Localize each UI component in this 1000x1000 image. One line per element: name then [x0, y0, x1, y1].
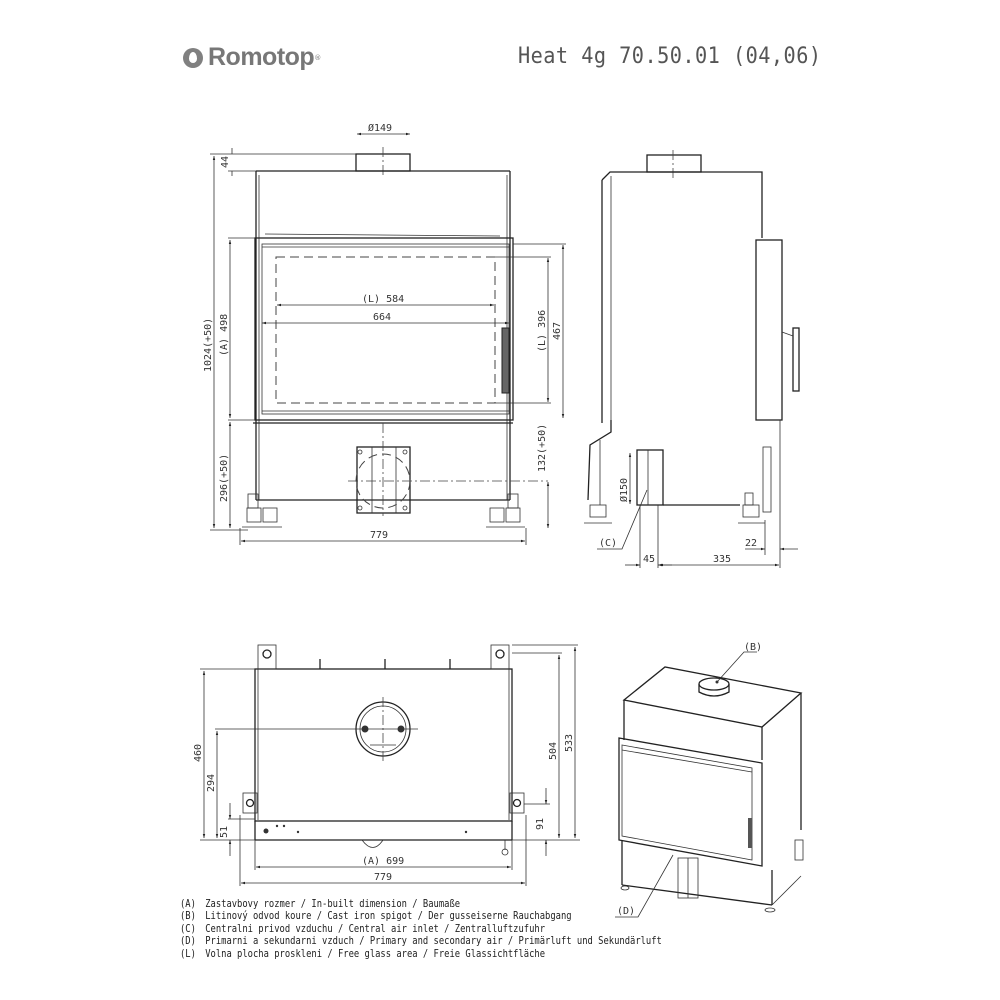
dim-depth-460: 460 [193, 744, 204, 762]
dim-door-height: 467 [552, 322, 563, 340]
flame-icon [183, 47, 203, 68]
dim-total-height: 1024(+50) [203, 318, 214, 372]
dim-base-height: 296(+50) [219, 454, 230, 502]
side-view: Ø150 (C) 45 335 22 [584, 150, 800, 568]
dim-flue-diameter: Ø149 [368, 122, 392, 134]
dim-inbuilt-height: (A) 498 [219, 314, 230, 356]
dim-handle-offset: 22 [745, 538, 757, 549]
brand-name: Romotop [208, 43, 315, 71]
legend-item: (C)Centralni privod vzduchu / Central ai… [180, 922, 546, 935]
front-view: Ø149 44 1024(+50) (A) 498 296(+50) (L) 5… [203, 122, 566, 545]
legend-item: (L)Volna plocha proskleni / Free glass a… [180, 947, 546, 960]
brand-logo: Romotop ® [183, 43, 321, 72]
dim-depth-533: 533 [564, 734, 575, 752]
dim-inbuilt-width: (A) 699 [362, 856, 404, 867]
legend-item: (B)Litinový odvod koure / Cast iron spig… [180, 910, 572, 923]
registered-mark: ® [314, 53, 322, 62]
dim-top-total-width: 779 [374, 872, 392, 883]
dim-flue-height: 44 [220, 156, 231, 168]
label-air-inlet: (C) [599, 538, 617, 549]
legend-item: (A)Zastavbovy rozmer / In-built dimensio… [180, 898, 461, 910]
dim-depth-504: 504 [548, 742, 559, 760]
dim-inlet-offset: 45 [643, 554, 655, 565]
dim-flue-offset: 294 [206, 774, 217, 792]
dim-door-width: 664 [373, 312, 391, 323]
dim-glass-width: (L) 584 [362, 294, 404, 305]
top-view: 460 294 51 504 533 91 (A) 699 779 [193, 644, 580, 886]
iso-label-spigot: (B) [744, 642, 762, 653]
dim-front-offset: 51 [219, 826, 230, 838]
iso-view: (B) (D) [615, 642, 804, 918]
dim-total-width: 779 [370, 530, 388, 541]
dim-glass-height: (L) 396 [537, 310, 548, 352]
legend: (A)Zastavbovy rozmer / In-built dimensio… [180, 898, 662, 960]
dim-bracket-offset: 91 [535, 818, 546, 830]
iso-label-air: (D) [617, 906, 635, 917]
dim-depth: 335 [713, 554, 731, 565]
dim-air-inlet-height: 132(+50) [537, 424, 548, 472]
legend-item: (D)Primarni a sekundarni vzduch / Primar… [180, 935, 662, 948]
dim-air-inlet-diameter: Ø150 [618, 478, 630, 502]
drawing-title: Heat 4g 70.50.01 (04,06) [518, 44, 822, 69]
